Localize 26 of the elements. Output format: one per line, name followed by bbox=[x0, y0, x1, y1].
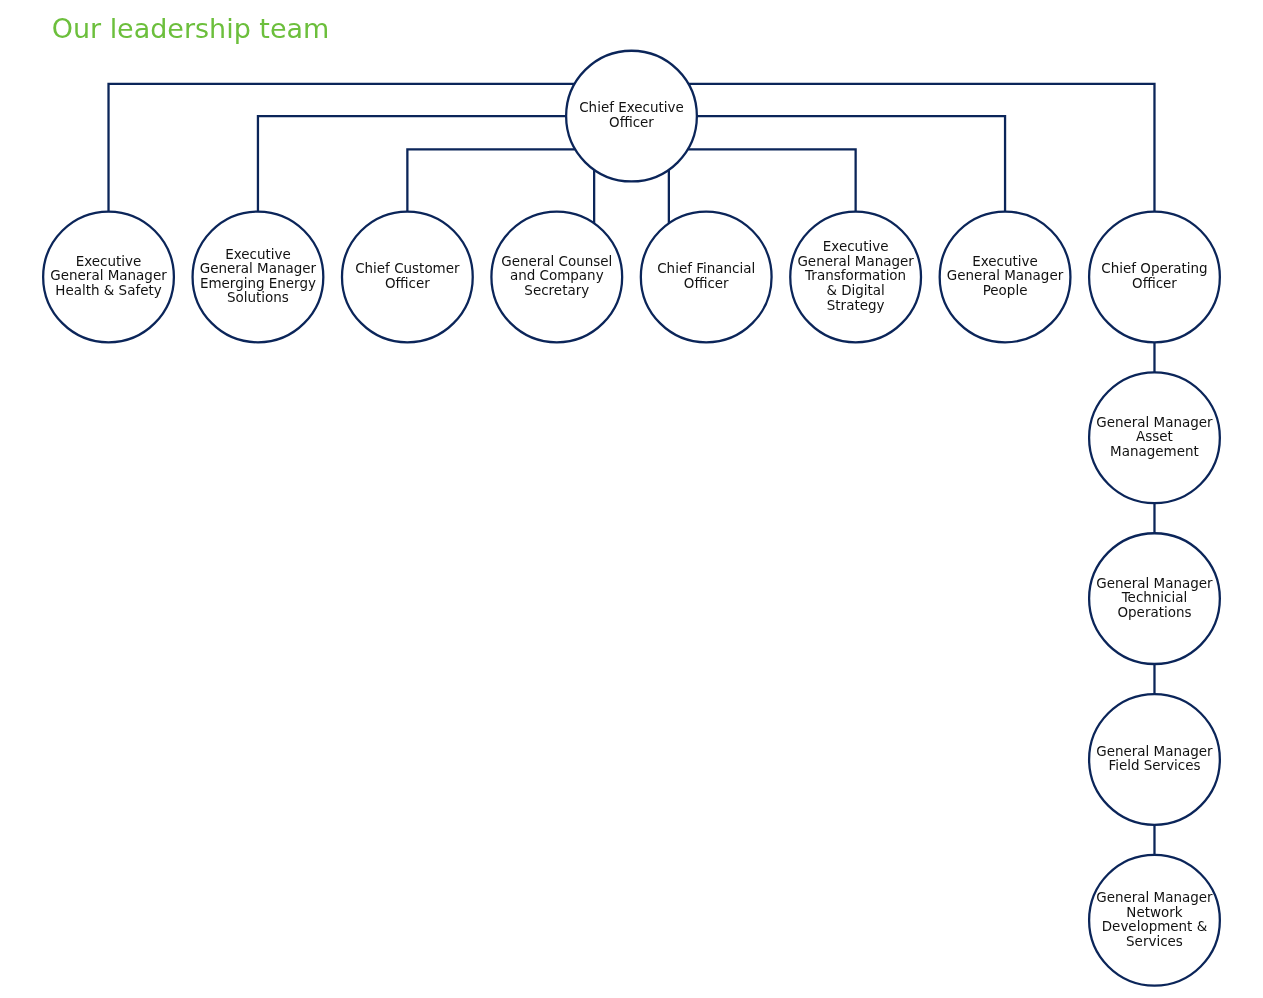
node-circle: General Manager Network Development & Services bbox=[1087, 853, 1221, 987]
connector bbox=[697, 114, 1007, 212]
connector bbox=[1153, 342, 1156, 373]
node-circle: Chief Operating Officer bbox=[1087, 210, 1221, 344]
node-circle: General Manager Asset Management bbox=[1087, 371, 1221, 505]
node-circle: Executive General Manager People bbox=[938, 210, 1072, 344]
diagram-title: Our leadership team bbox=[51, 13, 330, 45]
connector bbox=[667, 170, 670, 224]
connector bbox=[688, 148, 857, 212]
node-circle: Executive General Manager Health & Safety bbox=[42, 210, 176, 344]
connector bbox=[1153, 503, 1156, 533]
node-circle: Executive General Manager Transformation & Digital Strategy bbox=[789, 210, 923, 344]
connector bbox=[256, 114, 566, 212]
node-circle: General Manager Technicial Operations bbox=[1087, 532, 1221, 666]
node-circle: Chief Customer Officer bbox=[340, 210, 474, 344]
connector bbox=[688, 82, 1156, 212]
node-circle: Executive General Manager Emerging Energy Solutions bbox=[191, 210, 325, 344]
connector bbox=[107, 82, 575, 212]
connector bbox=[406, 148, 575, 212]
connector bbox=[1153, 664, 1156, 694]
connector bbox=[593, 170, 596, 224]
node-circle: Chief Executive Officer bbox=[565, 49, 698, 183]
connector bbox=[1153, 824, 1156, 855]
node-circle: Chief Financial Officer bbox=[639, 210, 773, 344]
node-circle: General Counsel and Company Secretary bbox=[490, 210, 624, 344]
node-circle: General Manager Field Services bbox=[1087, 692, 1221, 826]
